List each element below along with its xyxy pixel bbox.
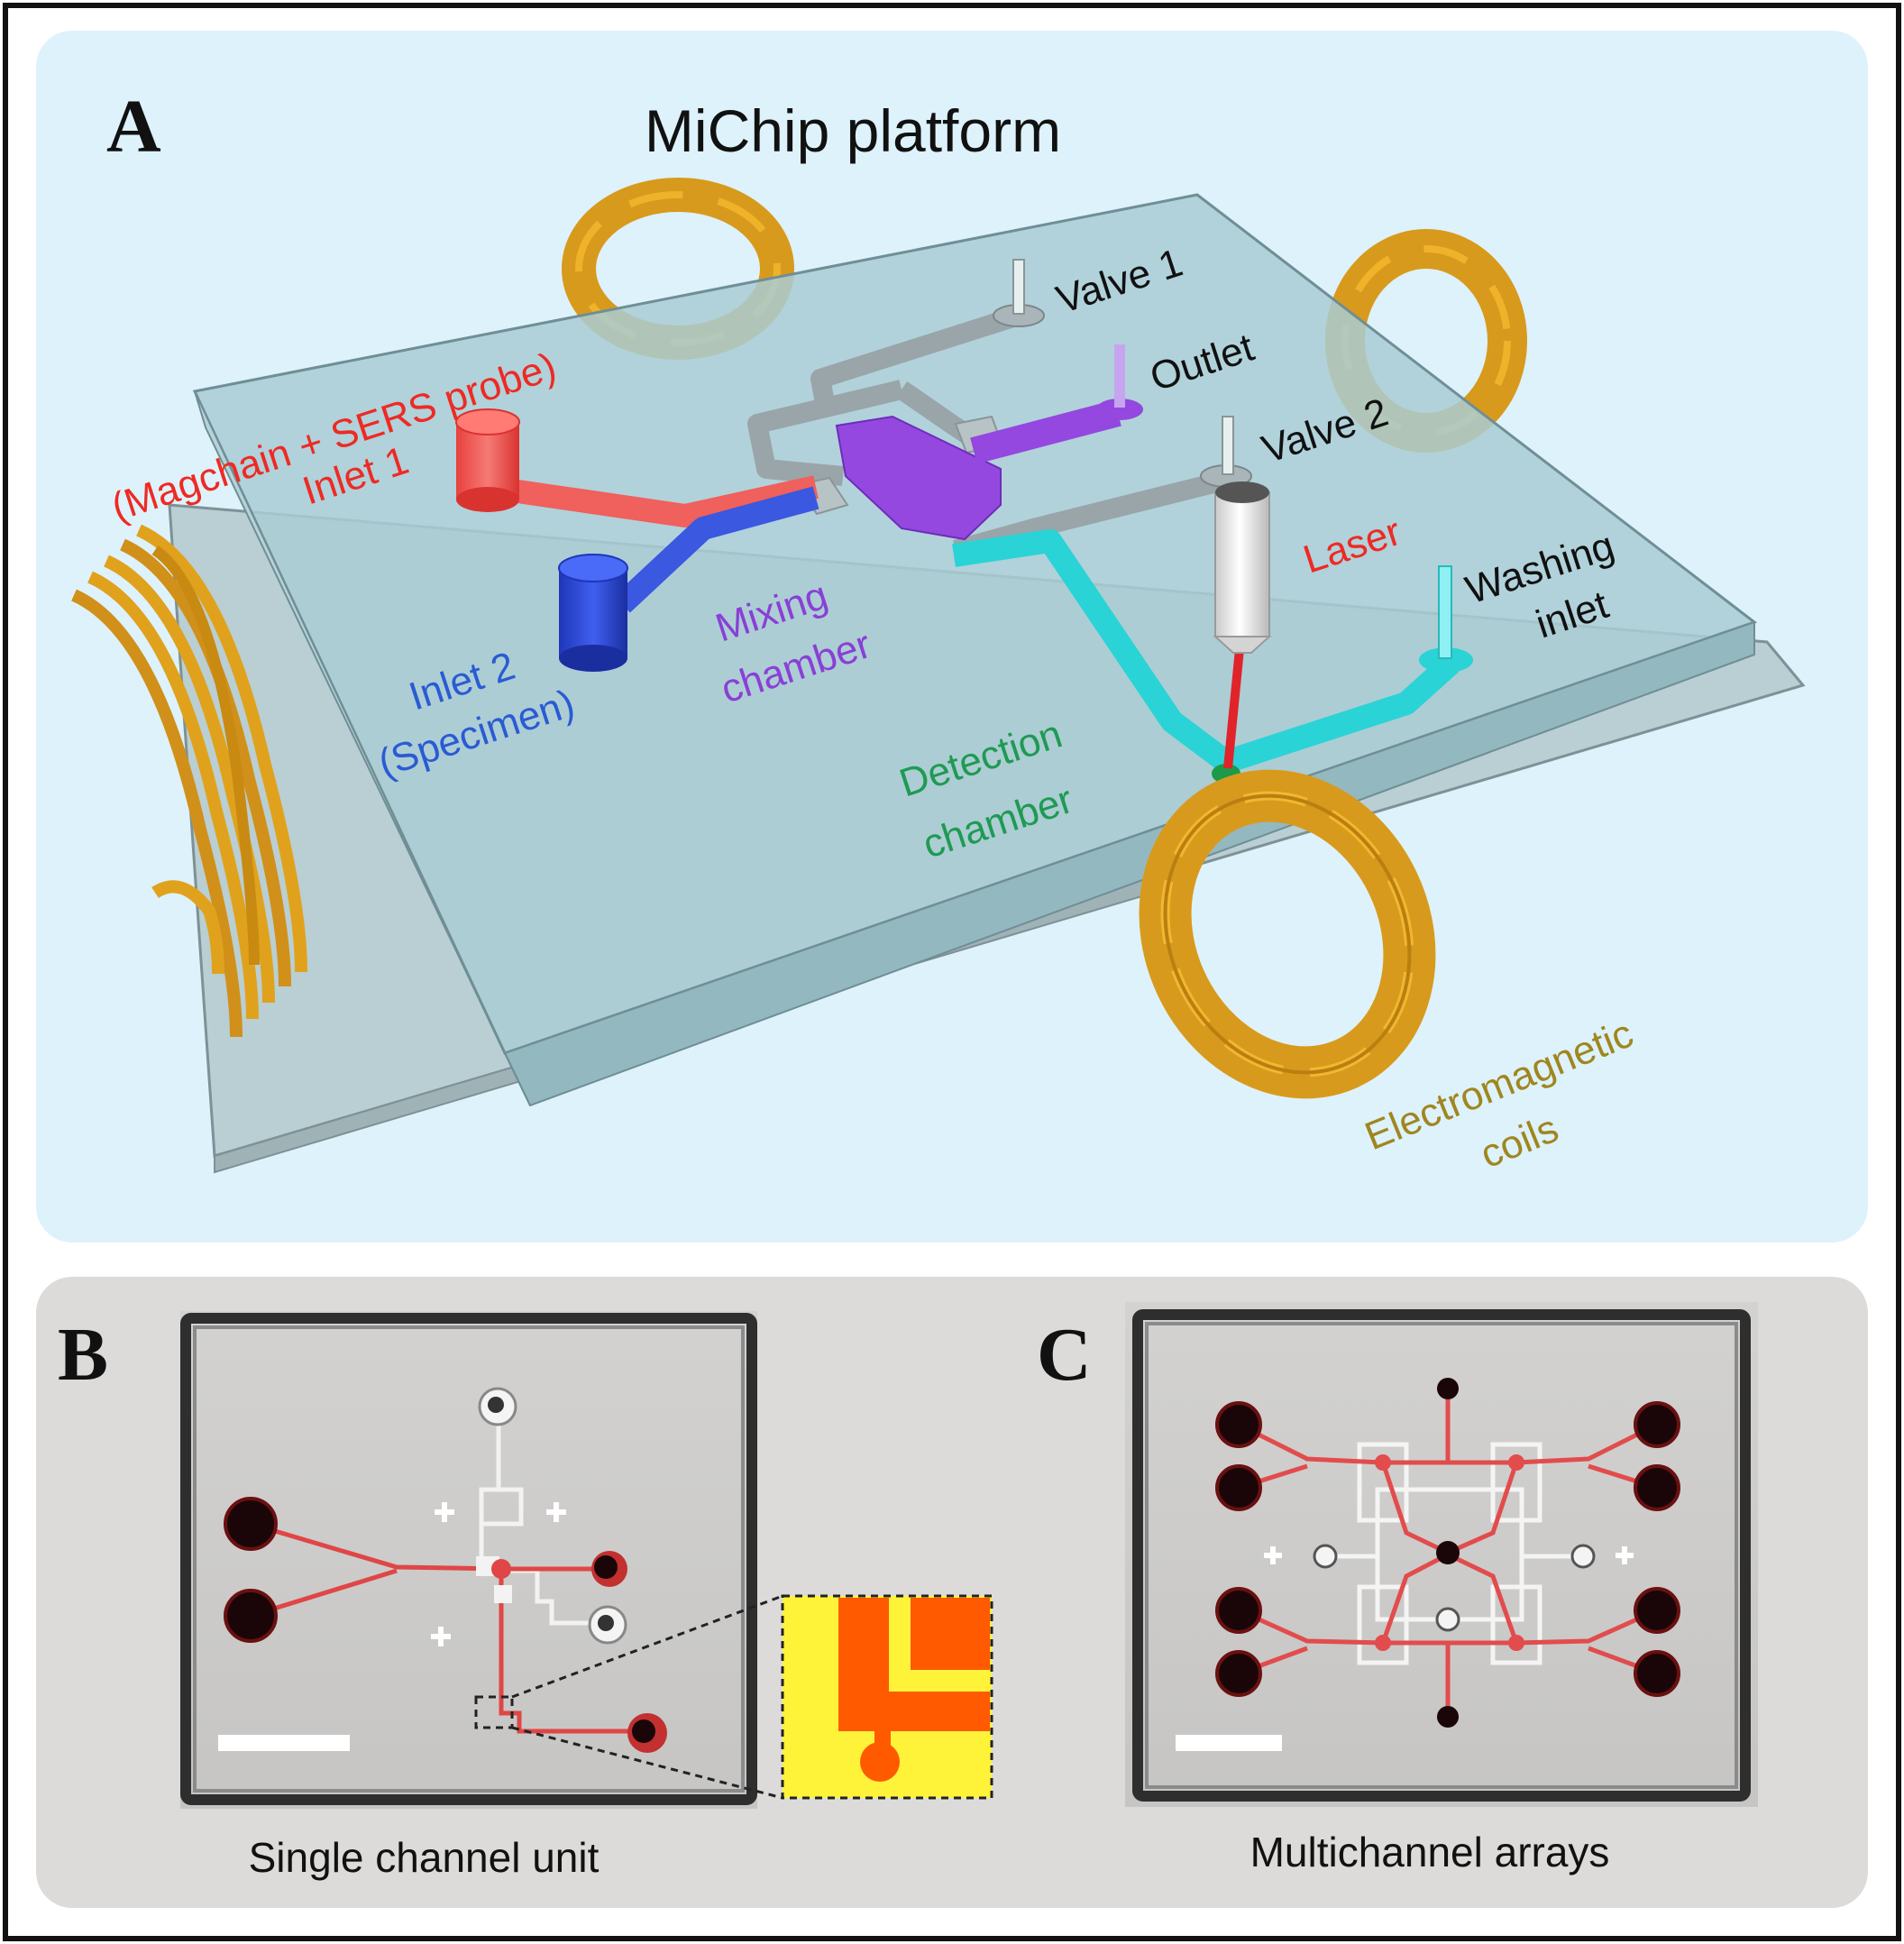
left-coil: [71, 524, 307, 1038]
chip-b-mixing-spot: [491, 1559, 511, 1579]
detection-channel: [952, 529, 1460, 774]
panel-a-letter: A: [106, 85, 161, 169]
chip-c-scale-bar: [1176, 1735, 1282, 1751]
panel-a: A MiChip platform: [36, 31, 1868, 1243]
outlet-port: [1096, 399, 1143, 420]
panel-c: C: [1037, 1302, 1758, 1875]
zoom-inset: [781, 1594, 993, 1800]
mixing-chamber: [835, 415, 1002, 541]
panel-c-caption: Multichannel arrays: [1250, 1829, 1610, 1875]
panel-bc: B: [36, 1277, 1868, 1908]
inlet-2-channel: [614, 486, 819, 613]
chip-b-frame: [180, 1313, 757, 1805]
laser-beam: [1223, 648, 1244, 769]
chip-c-ports: [1215, 1378, 1680, 1728]
panel-b-letter: B: [58, 1313, 108, 1397]
outlet-pin: [1114, 344, 1125, 408]
inlet-1-reservoir: [455, 408, 520, 512]
zoom-line-bottom: [511, 1726, 783, 1800]
washing-inlet-port: [1419, 647, 1473, 673]
inlet-1-channel: [485, 475, 819, 527]
chip-b-alignment-marks: [431, 1502, 566, 1646]
valve-2-pin: [1222, 416, 1234, 475]
chip-c-frame: [1132, 1309, 1751, 1802]
chip-b-inner-frame: [193, 1325, 745, 1793]
panel-b: B: [58, 1311, 993, 1881]
chip-b-scale-bar: [218, 1735, 350, 1751]
laser-head: [1213, 481, 1272, 654]
zoom-region: [474, 1695, 514, 1729]
front-coil: [1139, 769, 1436, 1099]
panel-b-photo: [180, 1311, 757, 1809]
chip-glass-left: [194, 390, 531, 1106]
zoom-line-top: [511, 1594, 783, 1699]
chip-b-inlet-1: [224, 1497, 278, 1551]
inlet-2-reservoir: [558, 554, 628, 672]
chip-c-valve-spots: [1375, 1454, 1524, 1651]
valve-1-pin: [1012, 259, 1025, 315]
chip-b-valve-pad: [494, 1585, 512, 1603]
panel-c-letter: C: [1037, 1313, 1092, 1397]
chip-c-alignment-marks: [1264, 1546, 1634, 1564]
panel-a-title: MiChip platform: [645, 97, 1061, 164]
outlet-channel: [970, 399, 1121, 464]
chip-b-inlet-2: [224, 1589, 278, 1643]
chip-c-inner-frame: [1145, 1322, 1738, 1789]
panel-b-caption: Single channel unit: [249, 1834, 600, 1881]
chip-c-control-lines: [1322, 1442, 1587, 1665]
washing-inlet-pin: [1438, 565, 1452, 659]
